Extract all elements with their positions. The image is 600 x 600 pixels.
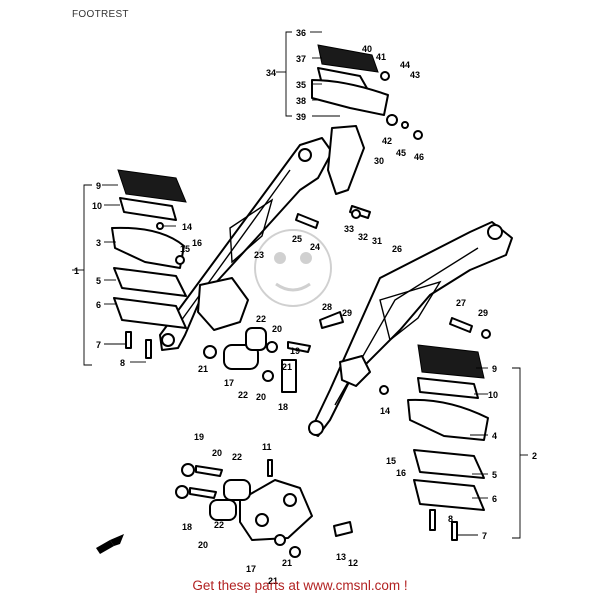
- callout-34: 34: [266, 68, 276, 78]
- upper-pivot-hardware: [203, 311, 344, 393]
- callout-22-a: 22: [256, 314, 266, 324]
- callout-22-b: 22: [238, 390, 248, 400]
- callout-7-right: 7: [482, 531, 487, 541]
- callout-19-lower: 19: [194, 432, 204, 442]
- callout-21-d: 21: [268, 576, 278, 586]
- callout-44: 44: [400, 60, 410, 70]
- callout-28: 28: [322, 302, 332, 312]
- callout-30: 30: [374, 156, 384, 166]
- callout-27: 27: [456, 298, 466, 308]
- callout-14-left: 14: [182, 222, 192, 232]
- right-footrest-bracket: [308, 221, 513, 437]
- lower-pivot-hardware: [175, 459, 353, 558]
- callout-20-b: 20: [256, 392, 266, 402]
- callout-15-right: 15: [386, 456, 396, 466]
- callout-20-d: 20: [198, 540, 208, 550]
- callout-18-lower: 18: [182, 522, 192, 532]
- group-brackets: [72, 31, 528, 539]
- callout-24: 24: [310, 242, 320, 252]
- callout-22-d: 22: [214, 520, 224, 530]
- mounting-bolts: [295, 205, 491, 339]
- callout-19-upper: 19: [290, 346, 300, 356]
- callout-7-left: 7: [96, 340, 101, 350]
- callout-38: 38: [296, 96, 306, 106]
- callout-21-c: 21: [282, 558, 292, 568]
- callout-36: 36: [296, 28, 306, 38]
- callout-16-right: 16: [396, 468, 406, 478]
- callout-5-right: 5: [492, 470, 497, 480]
- callout-2: 2: [532, 451, 537, 461]
- upper-footrest-assembly: [311, 44, 423, 195]
- footer-link[interactable]: Get these parts at www.cmsnl.com !: [192, 578, 408, 593]
- callout-8-left: 8: [120, 358, 125, 368]
- callout-1: 1: [74, 266, 79, 276]
- callout-6-left: 6: [96, 300, 101, 310]
- callout-23: 23: [254, 250, 264, 260]
- callout-35: 35: [296, 80, 306, 90]
- callout-37: 37: [296, 54, 306, 64]
- leader-lines: [102, 31, 488, 536]
- callout-16-left: 16: [192, 238, 202, 248]
- arrow-icon: [96, 534, 124, 554]
- right-footrest-assembly: [379, 344, 489, 541]
- callout-26: 26: [392, 244, 402, 254]
- callout-labels: 1 2 3 4 5 5 6 6 7 7 8 8 9 9 10 10 11 12 …: [74, 28, 537, 586]
- callout-5-left: 5: [96, 276, 101, 286]
- callout-22-c: 22: [232, 452, 242, 462]
- callout-33: 33: [344, 224, 354, 234]
- callout-21-a: 21: [198, 364, 208, 374]
- callout-41: 41: [376, 52, 386, 62]
- callout-6-right: 6: [492, 494, 497, 504]
- callout-25: 25: [292, 234, 302, 244]
- callout-11: 11: [262, 442, 272, 452]
- callout-15-left: 15: [180, 244, 190, 254]
- callout-20-a: 20: [272, 324, 282, 334]
- callout-42: 42: [382, 136, 392, 146]
- callout-45: 45: [396, 148, 406, 158]
- callout-10-left: 10: [92, 201, 102, 211]
- callout-17-upper: 17: [224, 378, 234, 388]
- callout-29-right: 29: [478, 308, 488, 318]
- callout-29-center: 29: [342, 308, 352, 318]
- callout-21-b: 21: [282, 362, 292, 372]
- callout-8-right: 8: [448, 514, 453, 524]
- callout-20-c: 20: [212, 448, 222, 458]
- callout-46: 46: [414, 152, 424, 162]
- callout-17-lower: 17: [246, 564, 256, 574]
- callout-14-right: 14: [380, 406, 390, 416]
- callout-32: 32: [358, 232, 368, 242]
- callout-4: 4: [492, 431, 497, 441]
- callout-10-right: 10: [488, 390, 498, 400]
- callout-18-upper: 18: [278, 402, 288, 412]
- watermark-icon: [254, 229, 332, 307]
- callout-31: 31: [372, 236, 382, 246]
- callout-43: 43: [410, 70, 420, 80]
- left-footrest-assembly: [111, 169, 187, 359]
- callout-9-right: 9: [492, 364, 497, 374]
- callout-40: 40: [362, 44, 372, 54]
- callout-12: 12: [348, 558, 358, 568]
- callout-13: 13: [336, 552, 346, 562]
- page-title: FOOTREST: [72, 9, 129, 20]
- callout-39: 39: [296, 112, 306, 122]
- callout-3: 3: [96, 238, 101, 248]
- left-footrest-bracket: [159, 137, 333, 351]
- callout-9-left: 9: [96, 181, 101, 191]
